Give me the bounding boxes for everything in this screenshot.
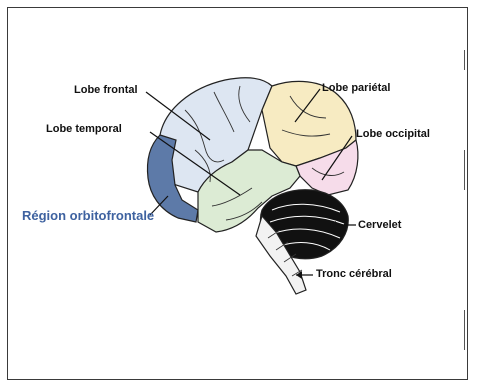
label-temporal-lobe: Lobe temporal bbox=[46, 123, 122, 135]
label-orbitofrontal-region: Région orbitofrontale bbox=[22, 208, 154, 223]
label-cerebellum: Cervelet bbox=[358, 219, 401, 231]
label-occipital-lobe: Lobe occipital bbox=[356, 128, 430, 140]
label-frontal-lobe: Lobe frontal bbox=[74, 84, 138, 96]
label-parietal-lobe: Lobe pariétal bbox=[322, 82, 390, 94]
label-brainstem: Tronc cérébral bbox=[316, 268, 392, 280]
